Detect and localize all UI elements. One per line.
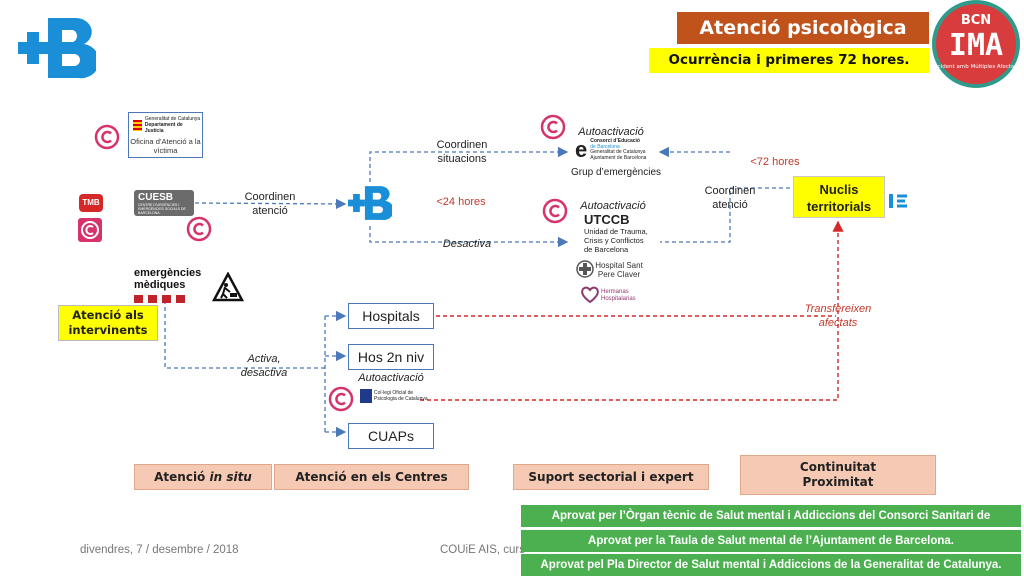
label-lt24-hores: <24 hores	[436, 196, 486, 208]
copyright-icon	[186, 216, 212, 242]
generalitat-flag-icon	[133, 119, 142, 131]
approval-bar-generalitat: Aprovat pel Pla Director de Salut mental…	[521, 554, 1021, 576]
copyright-icon	[328, 386, 354, 412]
tmb-logo: TMB	[79, 194, 103, 212]
ima-badge-ima: IMA	[949, 28, 1003, 63]
heart-icon	[581, 286, 599, 304]
label-lt72-hores: <72 hores	[750, 156, 800, 168]
cuesb-logo: CUESB CENTRE D'URGÈNCIES I EMERGÈNCIES S…	[134, 190, 194, 216]
copyright-icon	[94, 124, 120, 150]
footer-date: divendres, 7 / desembre / 2018	[80, 544, 239, 556]
bcn-ima-badge: BCN IMA Incident amb Múltiples Afectats	[932, 0, 1020, 88]
approval-bar-ajuntament: Aprovat per la Taula de Salut mental de …	[521, 530, 1021, 552]
cuesb-name: CUESB	[138, 192, 174, 203]
cuesb-desc: CENTRE D'URGÈNCIES I EMERGÈNCIES SOCIALS…	[138, 203, 186, 215]
oficina-atencio-victima-card: Generalitat de Catalunya Departament de …	[128, 112, 203, 158]
hospital-cross-icon	[576, 260, 594, 278]
utccb-logo: UTCCB Unidad de Trauma, Crisis y Conflic…	[584, 212, 674, 255]
label-autoactivacio-top: Autoactivació	[578, 126, 644, 138]
oficina-name: Oficina d’Atenció a la víctima	[130, 137, 201, 155]
ima-badge-bcn: BCN	[961, 13, 991, 28]
barcelona-plus-b-logo	[18, 18, 96, 79]
footer-course: COUiE AIS, curs	[440, 544, 525, 556]
tag-atencio-en-els-centres: Atenció en els Centres	[274, 464, 469, 490]
copyright-icon	[542, 198, 568, 224]
hospitals-box: Hospitals	[348, 303, 434, 329]
copyright-icon	[540, 114, 566, 140]
barcelona-plus-b-logo-center	[348, 186, 392, 221]
label-autoactivacio-mid: Autoactivació	[580, 200, 646, 212]
emergencies-mediques-logo: emergències mèdiques	[134, 268, 204, 303]
grup-emergencies-label: Grup d’emergències	[570, 167, 662, 178]
label-desactiva: Desactiva	[442, 238, 492, 250]
consorci-educacio-logo: e Consorci d’Educació de Barcelona Gener…	[575, 137, 647, 162]
hospitals-2n-nivell-box: Hos 2n niv	[348, 344, 434, 370]
social-services-icon	[889, 194, 907, 208]
oficina-dept: Departament de Justícia	[144, 122, 183, 134]
emergencies-squares	[134, 295, 204, 303]
oficina-top: Generalitat de Catalunya	[144, 116, 201, 122]
tag-suport-sectorial: Suport sectorial i expert	[513, 464, 709, 490]
copyright-square-icon	[78, 218, 102, 242]
tag-atencio-in-situ: Atenció in situ	[134, 464, 272, 490]
collegi-emblem-icon	[360, 389, 372, 403]
ima-badge-caption: Incident amb Múltiples Afectats	[933, 63, 1020, 70]
label-autoactivacio-bottom: Autoactivació	[358, 372, 424, 384]
utccb-name: UTCCB	[584, 212, 630, 227]
consorci-letter: e	[575, 137, 588, 162]
emergencies-line2: mèdiques	[134, 279, 186, 291]
page-subtitle: Ocurrència i primeres 72 hores.	[649, 48, 929, 73]
label-activa-desactiva: Activa,desactiva	[240, 353, 288, 379]
page-title: Atenció psicològica	[677, 12, 929, 44]
approval-bar-consorci: Aprovat per l’Òrgan tècnic de Salut ment…	[521, 505, 1021, 544]
emergencies-line1: emergències	[134, 267, 202, 279]
warning-worker-icon	[212, 272, 244, 302]
cuaps-box: CUAPs	[348, 423, 434, 449]
